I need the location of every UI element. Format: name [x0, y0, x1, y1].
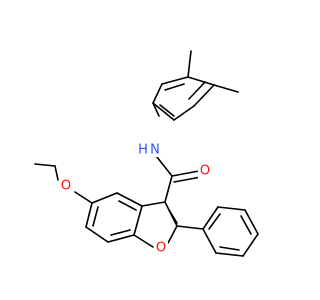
atom-label-h: H	[138, 143, 148, 158]
atom-label-furan-o: O	[156, 241, 166, 256]
molecule-structure-diagram: H N O O O	[34, 50, 259, 257]
bond-c3-c3a	[141, 201, 166, 207]
bond-c6-c7	[85, 226, 109, 243]
bond-ph-3	[244, 209, 259, 235]
bond-aryl-2	[193, 84, 215, 107]
atom-nh: H N	[136, 139, 164, 158]
bond-c7-c7a	[107, 234, 135, 243]
bond-aryl-3	[187, 76, 215, 86]
bond-c5-oether	[74, 191, 93, 204]
bond-carbonyl-c3	[164, 175, 173, 203]
bond-methyl-top	[187, 50, 192, 78]
atom-labels: H N O O O	[59, 139, 212, 256]
bond-c2-o1	[167, 225, 178, 244]
bond-aryl-1	[173, 105, 195, 121]
bond-ph-1-inner	[208, 213, 221, 230]
atom-carbonyl-o: O	[198, 163, 212, 179]
bond-c5-c6	[85, 202, 93, 228]
bond-aryl-4-inner	[164, 83, 185, 91]
bond-c3a-c4-inner	[118, 200, 137, 211]
bond-aryl-6	[152, 102, 175, 121]
bond-o1-c7a	[133, 234, 154, 248]
bond-aryl-6-inner	[159, 104, 175, 117]
bonds	[34, 50, 259, 257]
bond-c4-c5	[91, 192, 118, 204]
atom-label-ether-o: O	[61, 179, 71, 194]
bond-ph-5-inner	[219, 246, 240, 251]
bond-methyl-right	[213, 84, 239, 93]
bond-ph-3-inner	[240, 215, 252, 235]
bond-aryl-5	[152, 83, 163, 104]
bond-n-aryl	[152, 102, 160, 117]
atom-furan-o: O	[154, 240, 168, 256]
bond-c3a-c4	[116, 192, 143, 207]
bond-c3a-c7a	[133, 205, 143, 236]
bond-c2-phenyl	[176, 225, 204, 230]
bond-carbonyl-double-b	[173, 176, 202, 183]
bond-ph-2	[217, 206, 246, 211]
bond-ph-5	[215, 252, 244, 257]
bond-carbonyl-double-a	[171, 170, 200, 177]
bond-c7-c7a-inner	[110, 229, 131, 236]
bond-ph-6	[202, 228, 217, 254]
bond-c3-c2-inner	[168, 209, 178, 224]
bond-c5-c6-inner	[92, 206, 99, 227]
bond-ph-1	[202, 206, 219, 230]
atom-label-carbonyl-o: O	[200, 164, 210, 179]
atom-label-n: N	[150, 143, 160, 158]
bond-ch2-ch3	[34, 163, 56, 167]
bond-ph-4	[242, 233, 259, 257]
bond-aryl-2-inner	[188, 81, 206, 100]
bond-oether-ch2	[54, 165, 59, 181]
bond-aryl-4	[161, 76, 189, 85]
atom-ether-o: O	[59, 178, 73, 194]
